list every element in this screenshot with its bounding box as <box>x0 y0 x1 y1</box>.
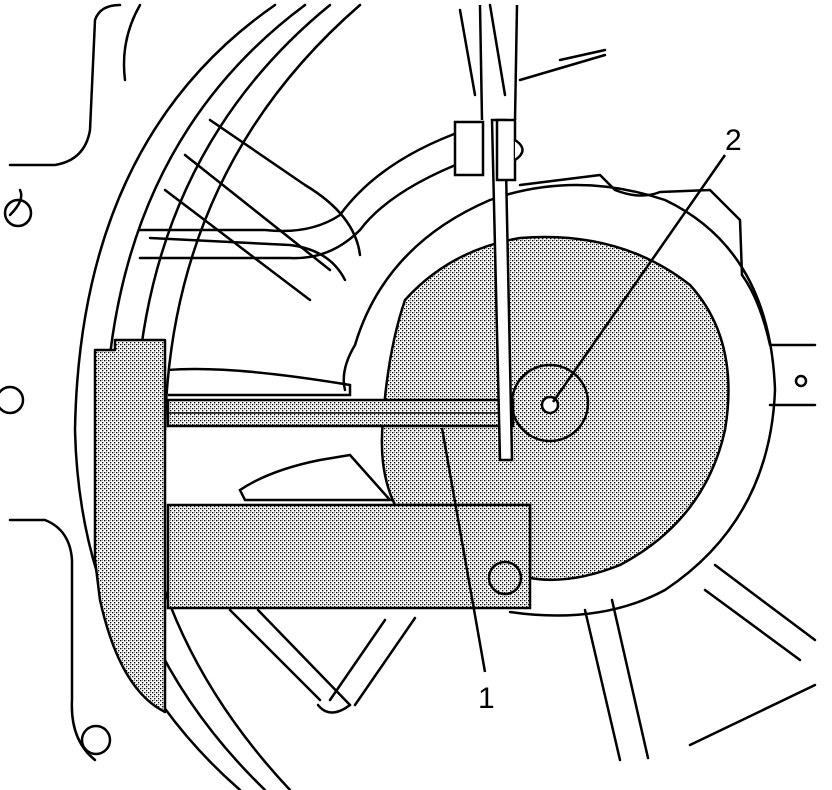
measuring-rod <box>166 398 515 428</box>
gauge-stem <box>453 4 524 462</box>
alignment-tool-body <box>93 338 352 714</box>
flywheel-spokes <box>148 3 817 762</box>
bolt-holes <box>0 198 112 756</box>
hub-face <box>380 235 730 582</box>
callout-leaders <box>440 154 727 673</box>
leader-2 <box>551 154 727 403</box>
upper-ribs <box>138 128 744 277</box>
hub-inner-ring <box>342 343 357 392</box>
hub-outer-ring <box>353 183 777 617</box>
right-housing-boss <box>740 273 817 407</box>
callout-2: 2 <box>725 124 742 157</box>
leader-1 <box>440 427 487 673</box>
callout-1: 1 <box>478 682 495 715</box>
